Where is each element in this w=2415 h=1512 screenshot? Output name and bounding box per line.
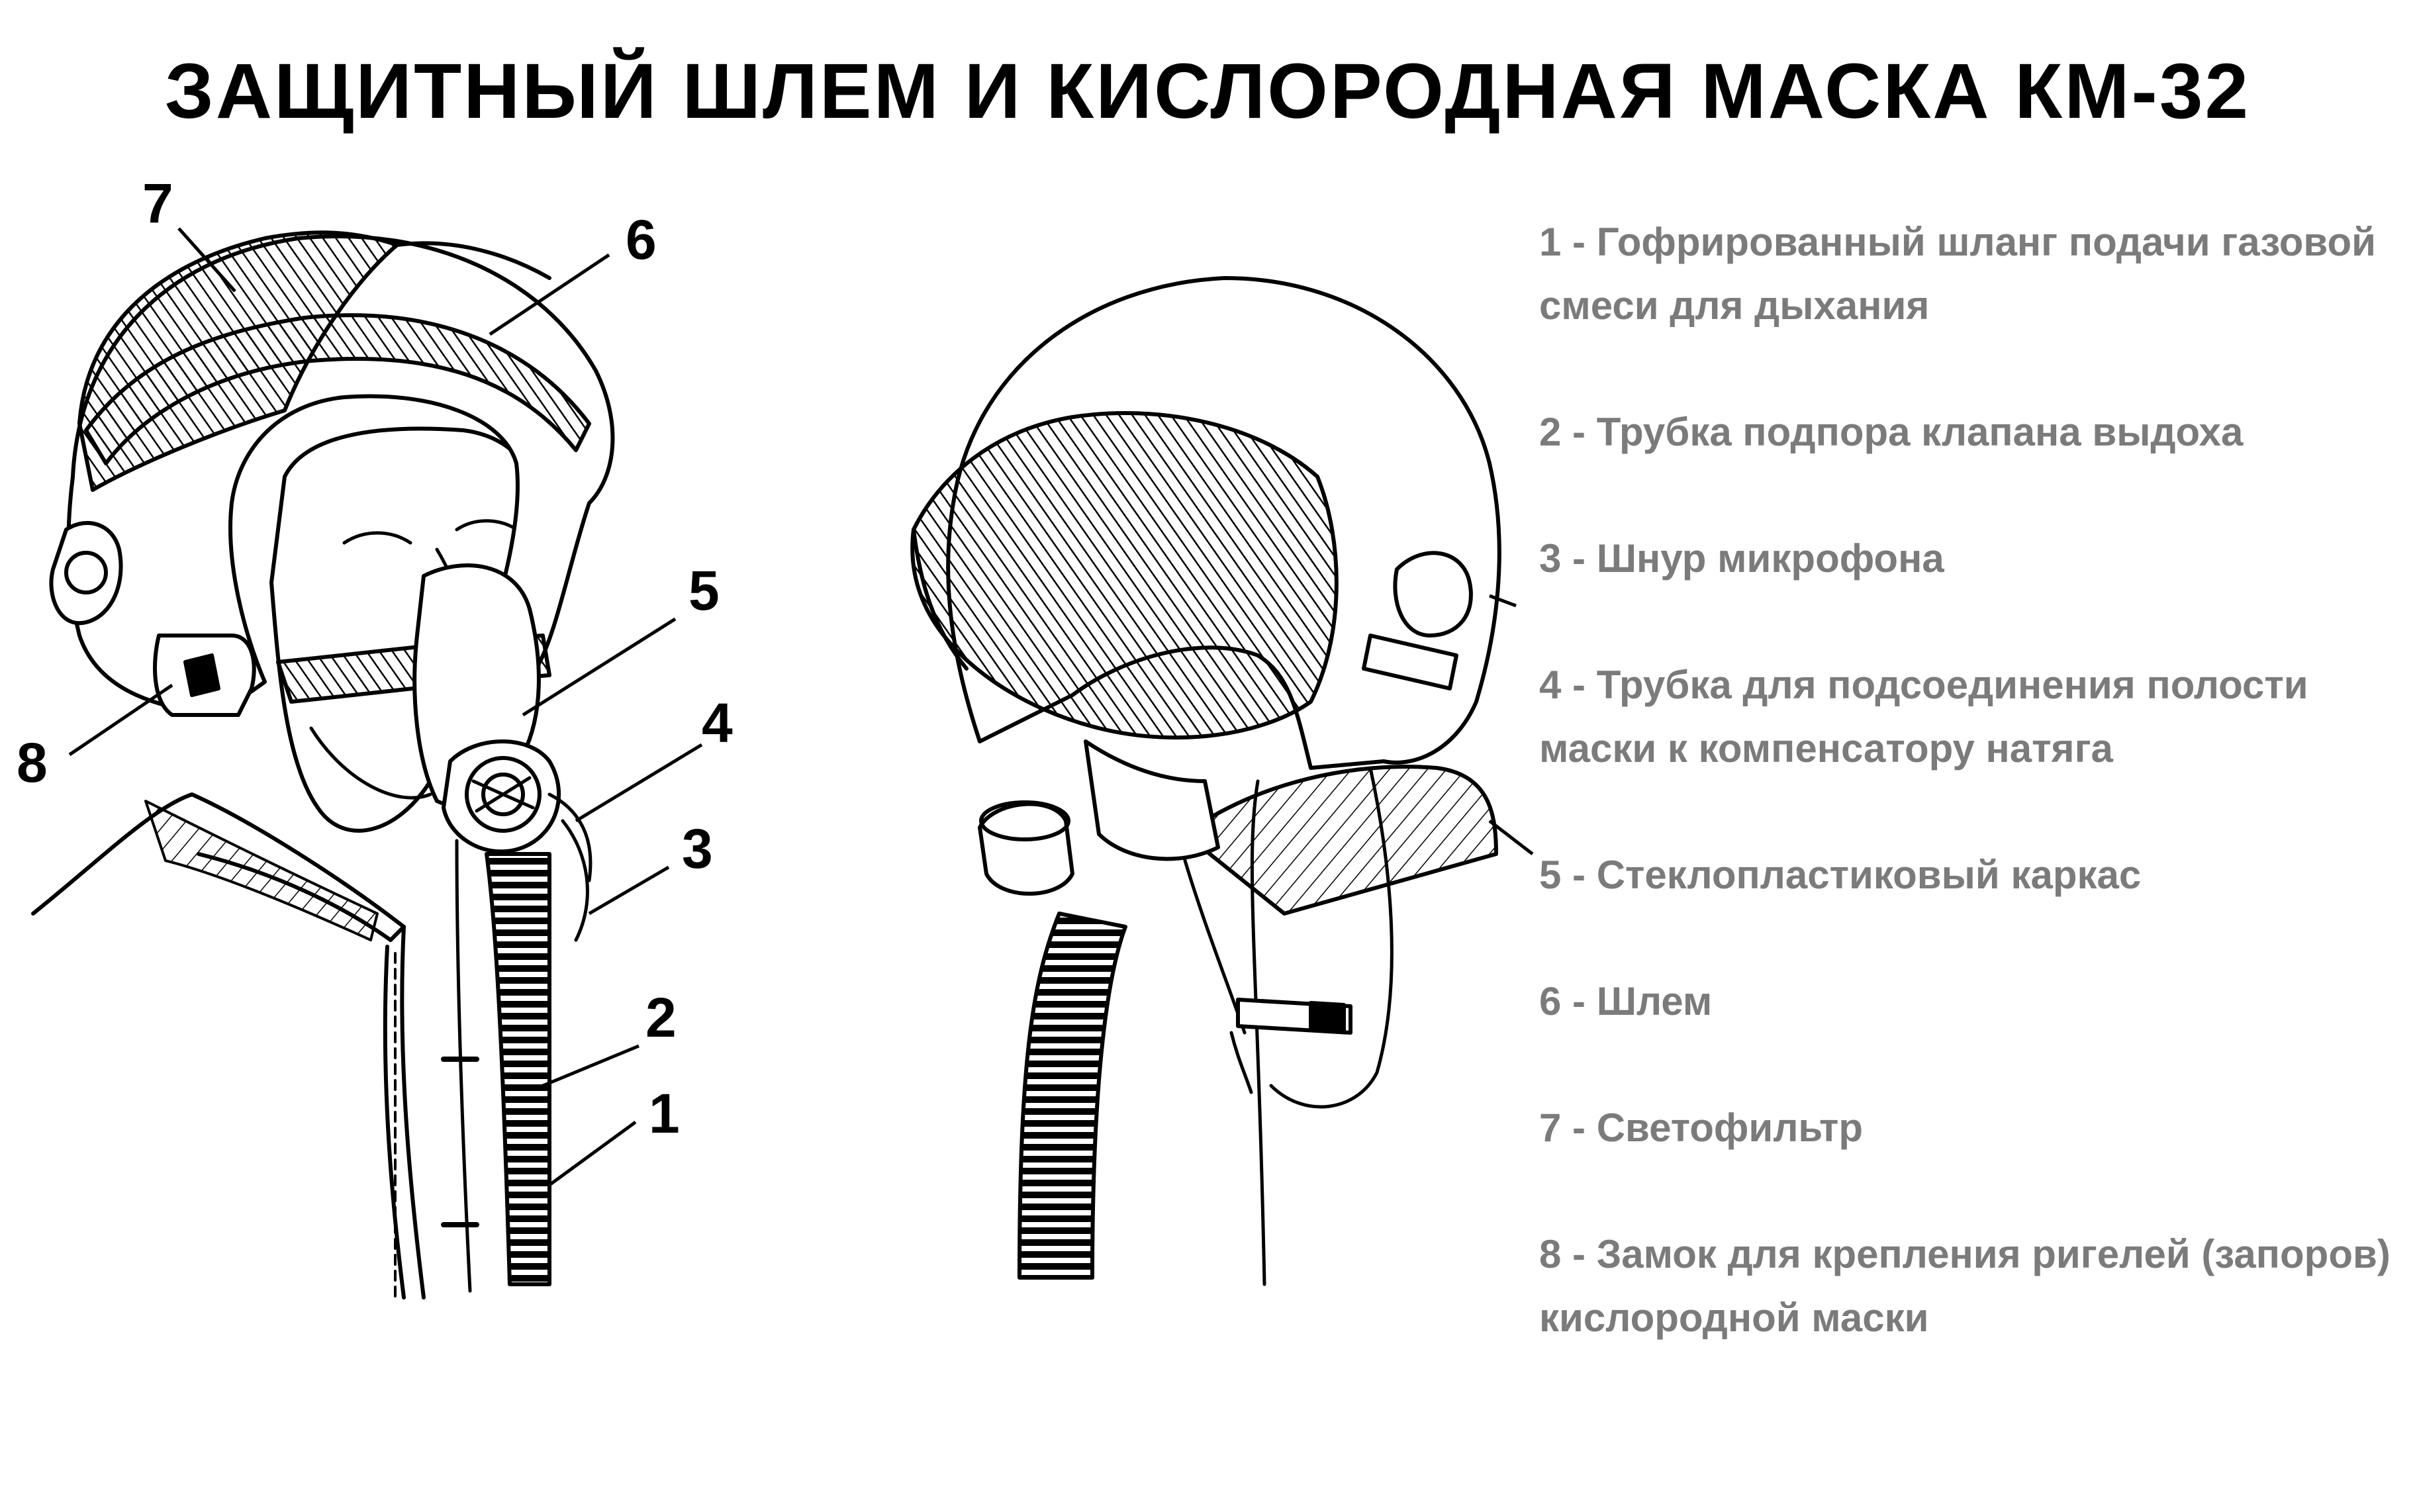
eye-left <box>342 531 412 545</box>
rear-view-figure <box>910 276 1501 1286</box>
legend-item-6: 6 - Шлем <box>1539 979 1713 1023</box>
leader-2 <box>542 1044 639 1088</box>
rear-valve <box>978 802 1074 896</box>
rear-suit-collar <box>1183 765 1498 916</box>
leader-lines-left <box>68 227 703 1187</box>
leader-right-b <box>1488 820 1534 855</box>
leader-8 <box>68 683 173 757</box>
suit-zipper <box>383 945 406 1299</box>
page-title: ЗАЩИТНЫЙ ШЛЕМ И КИСЛОРОДНАЯ МАСКА КМ-32 <box>164 48 2251 135</box>
legend-item-5: 5 - Стеклопластиковый каркас <box>1539 853 2142 897</box>
callout-1: 1 <box>649 1082 680 1145</box>
leader-7 <box>177 227 236 293</box>
legend-item-7: 7 - Светофильтр <box>1539 1106 1864 1150</box>
legend-item-1: 1 - Гофрированный шланг подачи газовой с… <box>1539 220 2376 328</box>
leader-lines-right <box>1488 594 1534 855</box>
legend-item-2: 2 - Трубка подпора клапана выдоха <box>1539 410 2244 454</box>
leader-4 <box>575 743 703 823</box>
rear-cable-1 <box>1250 779 1266 1286</box>
suit-collar-hatch <box>144 800 379 941</box>
legend-item-3: 3 - Шнур микрофона <box>1539 536 1944 581</box>
side-view-figure <box>31 230 615 1299</box>
suit-front <box>400 925 426 1299</box>
callout-2: 2 <box>645 986 677 1049</box>
leader-5 <box>522 617 677 717</box>
rear-ear-mount <box>1393 551 1473 638</box>
callout-6: 6 <box>626 209 657 271</box>
callout-3: 3 <box>682 818 713 880</box>
rear-cable-3 <box>1183 859 1247 1035</box>
compensator-tube <box>547 792 592 882</box>
leader-3 <box>588 865 670 916</box>
jaw <box>309 726 432 800</box>
callout-8: 8 <box>17 732 48 794</box>
ear-cup <box>49 521 123 626</box>
eye-right <box>455 519 518 532</box>
leader-right-a <box>1489 594 1517 608</box>
callout-4: 4 <box>702 692 733 754</box>
leader-6 <box>489 253 610 336</box>
callout-5: 5 <box>688 559 720 622</box>
rear-cable-2 <box>1269 766 1394 1109</box>
leader-1 <box>548 1120 637 1187</box>
rear-visor <box>910 411 1339 740</box>
callout-7: 7 <box>142 172 173 234</box>
legend-item-4: 4 - Трубка для подсоединения полости мас… <box>1539 663 2308 771</box>
legend: 1 - Гофрированный шланг подачи газовой с… <box>1539 211 2406 1413</box>
legend-item-8: 8 - Замок для крепления ригелей (запоров… <box>1539 1232 2391 1340</box>
mic-cord <box>561 819 589 942</box>
valve-tube <box>455 839 472 1293</box>
corrugated-hose <box>485 852 552 1286</box>
rear-mask <box>1084 739 1220 861</box>
rear-corrugated-hose <box>1018 912 1127 1280</box>
